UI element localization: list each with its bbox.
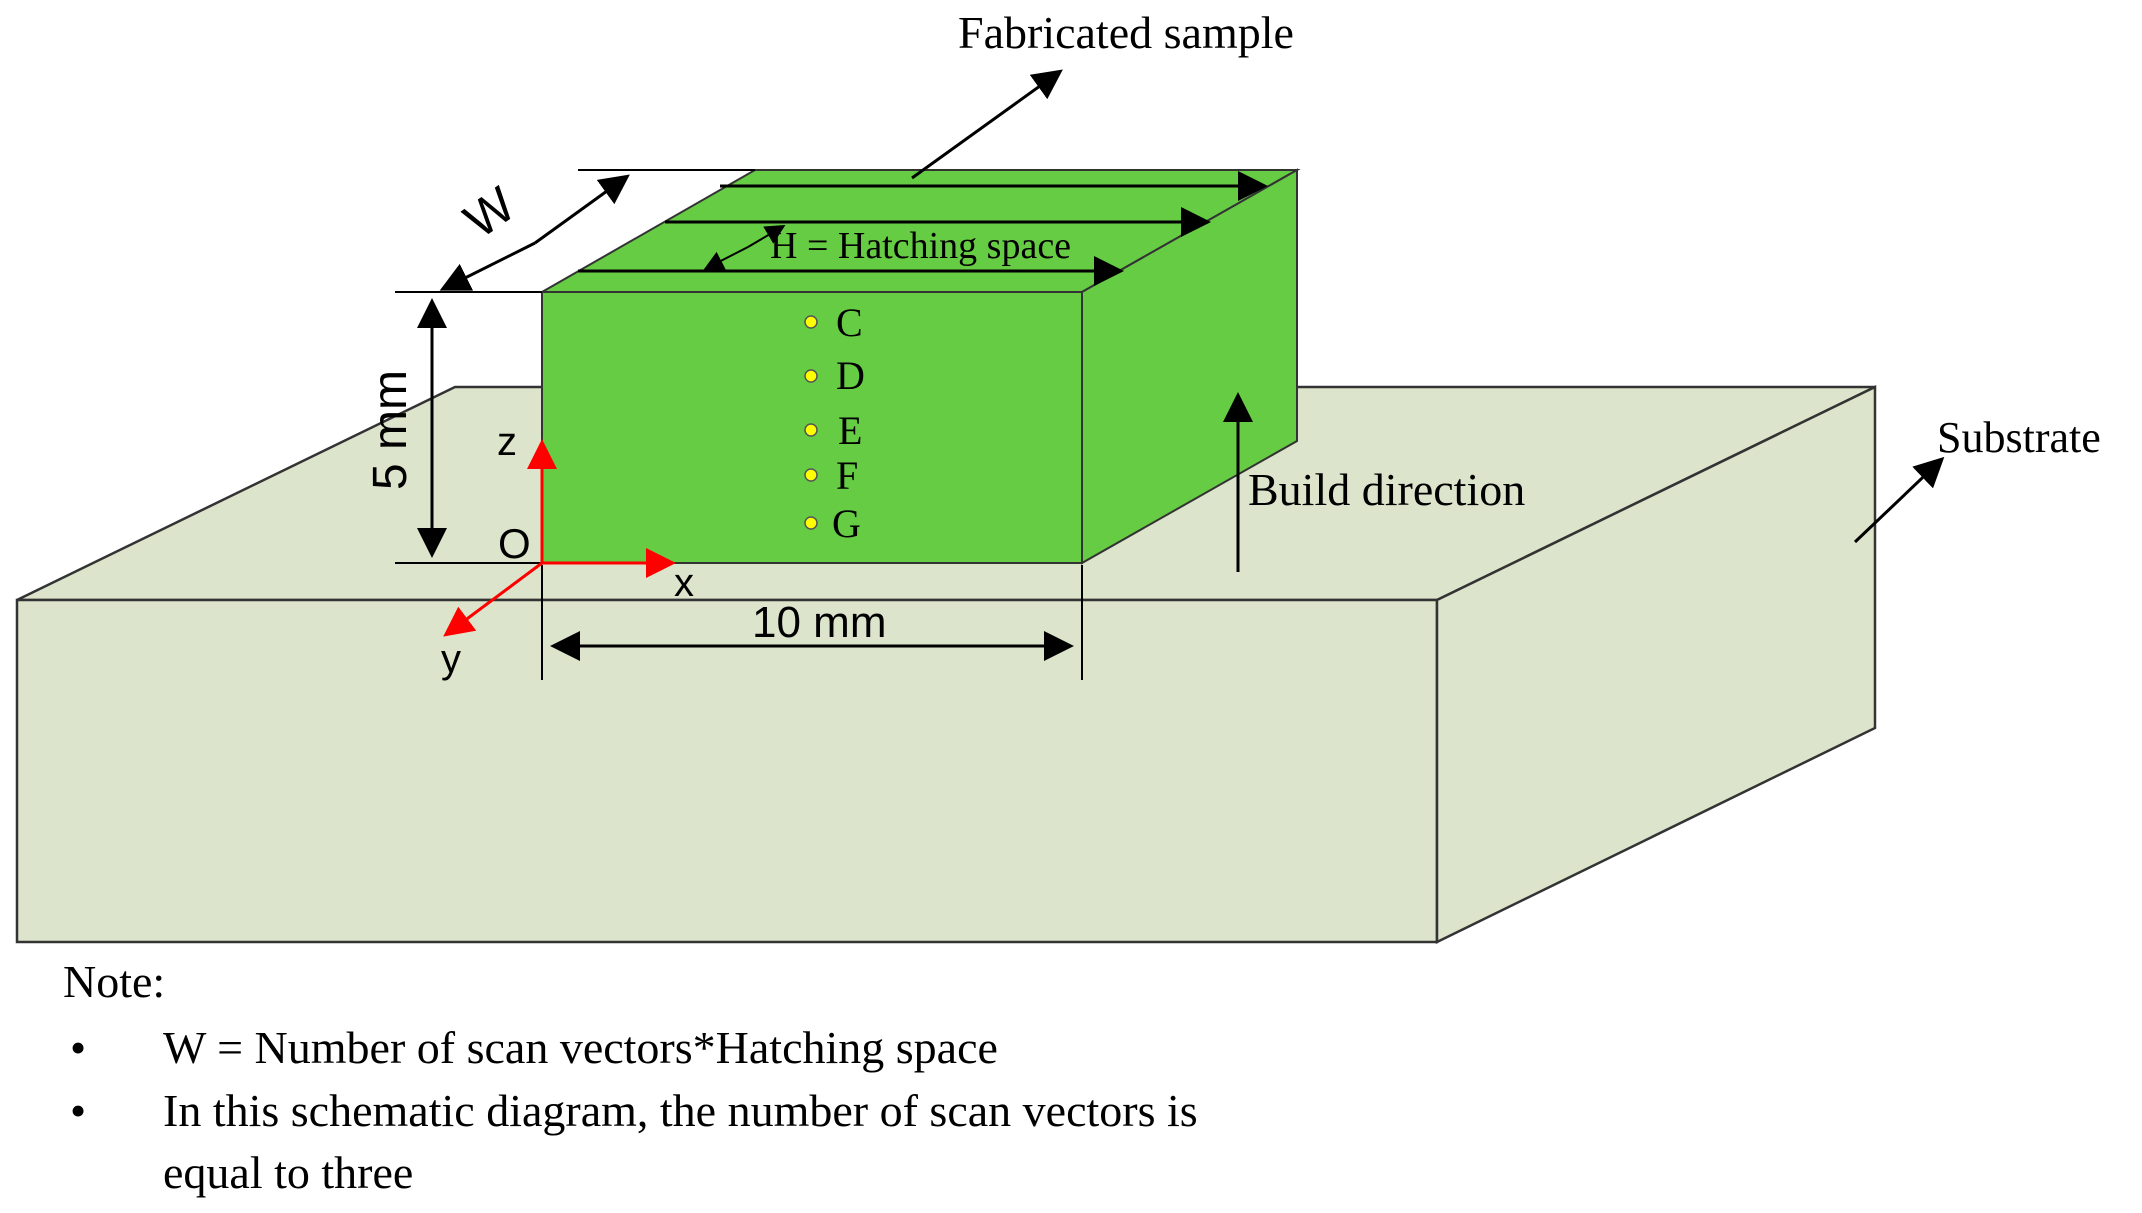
y-axis: [443, 561, 543, 637]
point-label: D: [836, 353, 865, 398]
point-e: E: [804, 408, 862, 453]
point-label: E: [838, 408, 862, 453]
build-direction-label: Build direction: [1248, 464, 1525, 515]
point-c: C: [804, 300, 863, 345]
point-d: D: [804, 353, 865, 398]
length-label: 10 mm: [752, 598, 886, 647]
height-label: 5 mm: [364, 370, 417, 490]
bullet: •: [70, 1022, 86, 1073]
y-axis-label: y: [441, 637, 461, 681]
width-arrow: [534, 174, 630, 245]
substrate-block: [15, 385, 1877, 945]
note-item: In this schematic diagram, the number of…: [163, 1085, 1198, 1136]
hatching-space-label: H = Hatching space: [770, 225, 1071, 267]
point-f: F: [804, 453, 858, 498]
bullet: •: [70, 1085, 86, 1136]
sample-side-face: [1081, 168, 1298, 565]
width-label: W: [454, 176, 525, 249]
coordinate-axes: O z x y: [441, 420, 694, 681]
height-dimension: 5 mm: [364, 298, 542, 564]
z-axis-label: z: [497, 420, 517, 464]
measurement-points: C D E F G: [804, 300, 865, 546]
point-marker: [804, 468, 818, 482]
point-g: G: [804, 501, 861, 546]
point-marker: [804, 315, 818, 329]
length-dimension: 10 mm: [541, 565, 1083, 680]
point-label: C: [836, 300, 863, 345]
notes-section: Note: • W = Number of scan vectors*Hatch…: [63, 956, 1198, 1198]
substrate-arrow: [1853, 456, 1945, 544]
x-axis-label: x: [674, 561, 694, 605]
point-label: F: [836, 453, 858, 498]
fabricated-sample-arrow: [911, 69, 1063, 180]
scan-vectors: [578, 171, 1268, 286]
note-item: equal to three: [163, 1147, 413, 1198]
note-title: Note:: [63, 956, 165, 1007]
point-marker: [804, 516, 818, 530]
hatching-space-arrow: [703, 246, 749, 270]
fabricated-sample-label: Fabricated sample: [958, 7, 1294, 58]
substrate-label: Substrate: [1937, 413, 2101, 462]
width-arrow: [439, 241, 536, 291]
note-item: W = Number of scan vectors*Hatching spac…: [163, 1022, 998, 1073]
point-marker: [804, 423, 818, 437]
origin-label: O: [498, 520, 531, 567]
substrate-front-face: [15, 598, 1439, 944]
substrate-side-face: [1435, 385, 1877, 945]
point-label: G: [832, 501, 861, 546]
hatching-space-arrow: [747, 224, 786, 248]
point-marker: [804, 369, 818, 383]
